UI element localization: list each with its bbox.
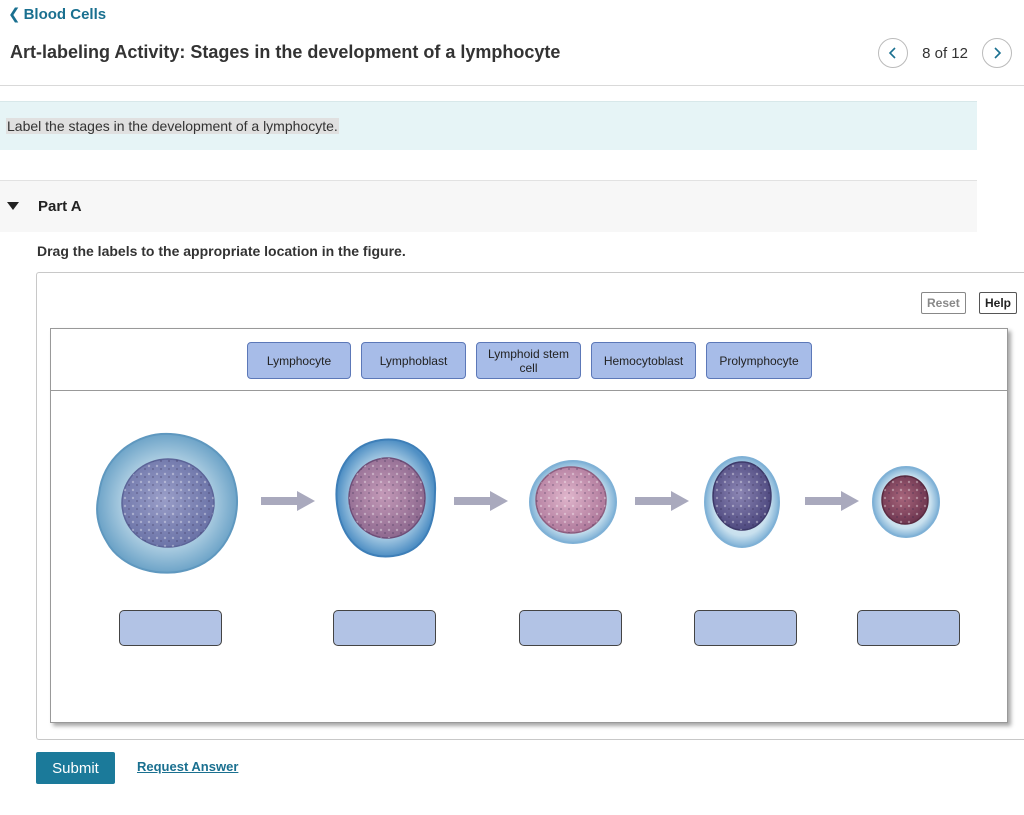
cell-lymphoblast <box>335 438 437 558</box>
part-label: Part A <box>38 198 82 215</box>
request-answer-link[interactable]: Request Answer <box>137 759 239 774</box>
collapse-triangle-icon[interactable] <box>7 202 19 210</box>
draggable-label[interactable]: Lymphoid stem cell <box>476 342 581 379</box>
arrow-right-icon <box>805 491 859 511</box>
chevron-left-icon <box>888 47 896 59</box>
drop-target-4[interactable] <box>694 610 797 646</box>
next-button[interactable] <box>982 38 1012 68</box>
figure-svg <box>96 432 940 574</box>
draggable-label[interactable]: Lymphoblast <box>361 342 466 379</box>
lymphocyte-figure <box>51 392 1007 722</box>
header: Art-labeling Activity: Stages in the dev… <box>0 32 1024 86</box>
drop-target-2[interactable] <box>333 610 436 646</box>
labeling-canvas: Lymphocyte Lymphoblast Lymphoid stem cel… <box>50 328 1008 723</box>
pager: 8 of 12 <box>878 38 1012 68</box>
cell-lymphoid-stem <box>704 456 780 548</box>
drop-target-5[interactable] <box>857 610 960 646</box>
drop-target-1[interactable] <box>119 610 222 646</box>
label-bank: Lymphocyte Lymphoblast Lymphoid stem cel… <box>51 329 1007 391</box>
back-link-blood-cells[interactable]: ❮ Blood Cells <box>8 5 107 24</box>
activity-panel: Reset Help Lymphocyte Lymphoblast Lympho… <box>36 272 1024 740</box>
intro-panel: Label the stages in the development of a… <box>0 101 977 150</box>
cell-lymphocyte <box>872 466 940 538</box>
chevron-right-icon <box>994 47 1002 59</box>
back-link-label: Blood Cells <box>23 5 107 23</box>
part-a-header[interactable]: Part A <box>0 180 977 232</box>
submit-button[interactable]: Submit <box>36 752 115 784</box>
draggable-label[interactable]: Prolymphocyte <box>706 342 812 379</box>
draggable-label[interactable]: Hemocytoblast <box>591 342 696 379</box>
arrow-right-icon <box>261 491 315 511</box>
chevron-left-icon: ❮ <box>8 6 21 23</box>
instruction-text: Drag the labels to the appropriate locat… <box>37 243 406 259</box>
previous-button[interactable] <box>878 38 909 68</box>
help-button[interactable]: Help <box>979 292 1018 314</box>
drop-target-3[interactable] <box>519 610 622 646</box>
arrow-right-icon <box>454 491 508 511</box>
intro-text: Label the stages in the development of a… <box>6 118 339 134</box>
draggable-label[interactable]: Lymphocyte <box>247 342 351 379</box>
arrow-right-icon <box>635 491 689 511</box>
page-title: Art-labeling Activity: Stages in the dev… <box>10 42 561 62</box>
cell-prolymphocyte <box>529 460 617 544</box>
cell-hemocytoblast <box>96 432 239 574</box>
pager-text: 8 of 12 <box>922 44 968 62</box>
reset-button[interactable]: Reset <box>921 292 966 314</box>
